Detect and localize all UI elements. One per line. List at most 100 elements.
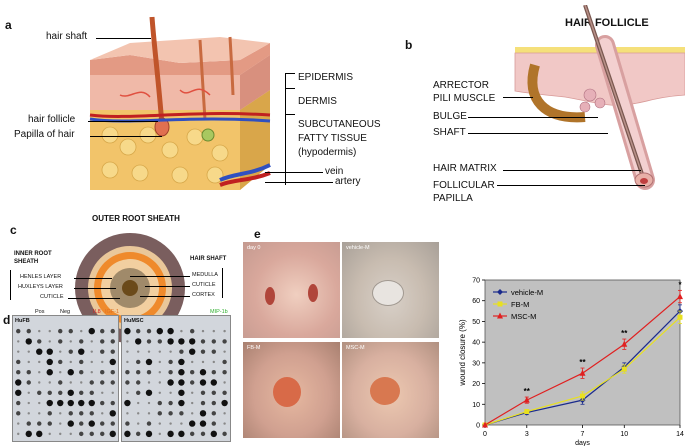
array-spot (189, 348, 196, 355)
blot2-name: HuMSC (124, 318, 144, 324)
label-papilla-of-hair: Papilla of hair (14, 129, 75, 140)
array-spot (223, 350, 226, 353)
array-spot (146, 328, 152, 334)
array-spot (58, 339, 63, 344)
array-spot (169, 391, 172, 394)
array-spot (46, 358, 53, 366)
array-spot (223, 329, 226, 333)
array-spot (222, 431, 227, 437)
array-spot (67, 399, 74, 407)
array-spot (38, 381, 41, 384)
array-spot (67, 369, 74, 376)
array-spot (136, 328, 141, 334)
array-spot (48, 340, 51, 343)
array-spot (135, 338, 142, 345)
array-spot (137, 401, 140, 405)
array-spot (48, 432, 51, 436)
array-spot (125, 380, 130, 385)
array-spot (59, 350, 62, 353)
label-dermis: DERMIS (298, 96, 337, 107)
blot1-name: HuFB (15, 318, 30, 324)
array-spot (90, 340, 93, 343)
array-spot (59, 422, 62, 425)
array-spot (100, 380, 105, 385)
array-spot (38, 412, 41, 415)
array-spot (126, 340, 129, 343)
x-tick-label: 7 (581, 431, 585, 438)
array-spot (79, 359, 84, 365)
array-spot (200, 400, 206, 406)
array-spot (89, 390, 94, 395)
array-spot (210, 379, 217, 386)
hair-shaft-shape (149, 16, 165, 126)
array-spot (147, 381, 151, 384)
panel-d-letter: d (3, 313, 11, 327)
array-spot (58, 390, 63, 395)
cytokine-array-hufb: HuFB Pos Neg IL8 IGF-1 (12, 309, 119, 442)
wound-photo-fb: FB-M (243, 342, 340, 438)
array-spot (101, 391, 104, 394)
outer-root-sheath-title: OUTER ROOT SHEATH (92, 214, 180, 223)
array-spot (180, 329, 183, 333)
label-subcutaneous-3: (hypodermis) (298, 147, 357, 158)
label-vein: vein (325, 166, 344, 177)
array-spot (167, 327, 174, 335)
array-spot (180, 422, 183, 425)
array-spot (158, 350, 161, 353)
array-spot (46, 348, 53, 355)
array-spot (146, 339, 152, 344)
array-spot (211, 390, 216, 395)
array-spot (136, 431, 141, 437)
array-spot (178, 369, 185, 376)
array-spot (168, 411, 173, 416)
array-spot (37, 421, 42, 426)
array-spot (59, 432, 62, 436)
blot1-neg: Neg (60, 309, 71, 315)
array-spot (38, 329, 41, 333)
label-cuticle-right: CUTICLE (192, 282, 216, 288)
array-spot (26, 421, 31, 426)
significance-marker: ** (524, 387, 531, 396)
array-spot (146, 370, 152, 375)
array-spot (222, 390, 227, 395)
array-spot (101, 412, 104, 415)
array-spot (109, 410, 116, 417)
data-point-FB-M (677, 314, 683, 320)
y-tick-label: 0 (476, 423, 480, 430)
array-spot (38, 401, 41, 405)
y-tick-label: 60 (472, 298, 480, 305)
array-spot (167, 338, 174, 345)
legend-label: vehicle-M (511, 288, 543, 297)
array-spot (191, 360, 194, 364)
array-spot (145, 430, 153, 438)
array-spot (100, 349, 105, 354)
array-spot (25, 430, 32, 438)
label-follicular-2: PAPILLA (433, 193, 473, 204)
array-spot (100, 431, 105, 437)
significance-marker: ** (579, 358, 586, 367)
array-spot (67, 420, 74, 427)
dermis-layer (90, 55, 270, 110)
array-spot (168, 370, 173, 375)
array-spot (147, 401, 151, 405)
label-huxleys-layer: HUXLEYS LAYER (18, 284, 63, 290)
array-spot (178, 379, 185, 386)
array-spot (88, 327, 95, 335)
array-spot (89, 411, 94, 416)
array-spot (145, 358, 153, 366)
array-spot (199, 379, 207, 386)
inner-root-sheath-heading-2: SHEATH (14, 259, 39, 265)
array-spot (223, 412, 226, 415)
array-spot (157, 339, 162, 344)
label-hair-follicle: hair follicle (28, 114, 76, 125)
array-spot (25, 338, 32, 345)
array-spot (212, 360, 215, 364)
array-spot (78, 399, 85, 407)
photo-label-day0: day 0 (247, 245, 261, 251)
label-medulla: MEDULLA (192, 272, 218, 278)
array-spot (178, 338, 185, 345)
array-spot (26, 370, 31, 375)
array-spot (36, 348, 43, 355)
data-point-FB-M (524, 409, 530, 415)
array-spot (189, 338, 196, 345)
